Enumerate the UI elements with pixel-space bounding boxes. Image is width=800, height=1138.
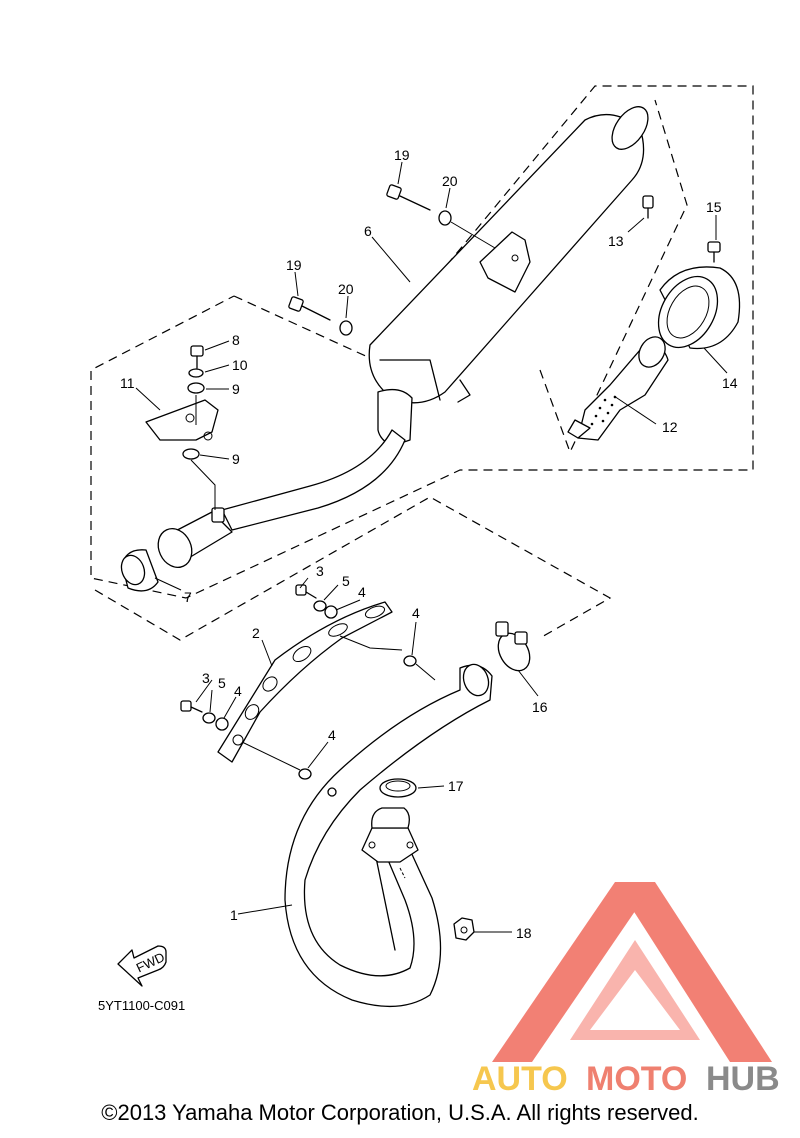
screw-3-lower bbox=[180, 700, 203, 713]
heat-shield-2 bbox=[217, 601, 393, 763]
callout-5-lower: 5 bbox=[218, 675, 226, 691]
clamp-16 bbox=[495, 621, 531, 672]
part-code: 5YT1100-C091 bbox=[98, 998, 185, 1013]
gasket-17 bbox=[379, 778, 417, 798]
leader-collar-4-b bbox=[241, 741, 301, 771]
bolt-8 bbox=[190, 345, 204, 369]
callout-17: 17 bbox=[448, 778, 464, 794]
muffler bbox=[368, 106, 649, 404]
muffler-inlet-pipe bbox=[157, 388, 413, 568]
washer-9-lower bbox=[182, 448, 200, 460]
leader-washer-9 bbox=[190, 459, 216, 510]
washer-10 bbox=[188, 368, 204, 378]
callout-19-lower: 19 bbox=[286, 257, 302, 273]
screw-3-upper bbox=[295, 584, 317, 599]
leader-washer-20-upper bbox=[450, 221, 496, 249]
bolt-13 bbox=[642, 195, 654, 219]
exhaust-pipe-1 bbox=[284, 663, 493, 1008]
nut-18 bbox=[453, 917, 475, 941]
washer-20-lower bbox=[339, 320, 353, 336]
logo-inner-cut bbox=[590, 970, 680, 1030]
callout-numbers: 1 2 3 3 4 4 4 4 5 5 6 7 8 9 9 10 11 12 1… bbox=[120, 147, 738, 941]
callout-4-lower: 4 bbox=[234, 683, 242, 699]
callout-15: 15 bbox=[706, 199, 722, 215]
gasket-7 bbox=[120, 549, 159, 592]
collar-4-lower bbox=[215, 717, 229, 731]
spark-arrester-12 bbox=[567, 336, 669, 441]
washer-9-upper bbox=[187, 382, 205, 394]
callout-leaders bbox=[135, 161, 728, 933]
heat-shield-group-outline bbox=[94, 496, 612, 641]
logo-stroke-right bbox=[615, 882, 772, 1062]
callout-5-upper: 5 bbox=[342, 573, 350, 589]
callout-2: 2 bbox=[252, 625, 260, 641]
leader-collar-4 bbox=[339, 635, 403, 651]
callout-1: 1 bbox=[230, 907, 238, 923]
callout-11: 11 bbox=[120, 375, 135, 391]
callout-19-upper: 19 bbox=[394, 147, 410, 163]
callout-4-bottom: 4 bbox=[328, 727, 336, 743]
bolt-19-lower bbox=[288, 296, 331, 321]
bolt-15 bbox=[707, 241, 721, 263]
collar-4-bottom bbox=[298, 768, 312, 780]
collar-4-right bbox=[403, 655, 417, 667]
copyright-notice: ©2013 Yamaha Motor Corporation, U.S.A. A… bbox=[101, 1100, 699, 1125]
callout-13: 13 bbox=[608, 233, 624, 249]
leader-collar-4-c bbox=[415, 663, 436, 681]
callout-9-upper: 9 bbox=[232, 381, 240, 397]
callout-3-lower: 3 bbox=[202, 670, 210, 686]
callout-12: 12 bbox=[662, 419, 678, 435]
washer-5-upper bbox=[313, 600, 327, 612]
callout-4-right: 4 bbox=[412, 605, 420, 621]
callout-4-upper: 4 bbox=[358, 584, 366, 600]
washer-5-lower bbox=[202, 712, 216, 724]
watermark-auto: AUTO bbox=[472, 1060, 568, 1098]
logo-stroke-left bbox=[492, 882, 655, 1062]
watermark-text: AUTO MOTO HUB bbox=[472, 1060, 780, 1098]
washer-20-upper bbox=[438, 210, 452, 226]
callout-20-lower: 20 bbox=[338, 281, 354, 297]
callout-18: 18 bbox=[516, 925, 532, 941]
callout-10: 10 bbox=[232, 357, 248, 373]
fwd-arrow: FWD bbox=[117, 945, 167, 987]
callout-14: 14 bbox=[722, 375, 738, 391]
watermark-hub: HUB bbox=[706, 1060, 780, 1098]
callout-6: 6 bbox=[364, 223, 372, 239]
callout-3-upper: 3 bbox=[316, 563, 324, 579]
callout-20-upper: 20 bbox=[442, 173, 458, 189]
end-cap-14 bbox=[657, 266, 741, 350]
muffler-group-outline bbox=[90, 85, 754, 599]
callout-8: 8 bbox=[232, 332, 240, 348]
bolt-19-upper bbox=[386, 184, 431, 211]
watermark-moto: MOTO bbox=[586, 1060, 687, 1098]
watermark-logo bbox=[492, 882, 772, 1062]
collar-4-upper bbox=[324, 605, 338, 619]
callout-16: 16 bbox=[532, 699, 548, 715]
bracket-11 bbox=[145, 399, 219, 441]
callout-7: 7 bbox=[184, 589, 192, 605]
callout-9-lower: 9 bbox=[232, 451, 240, 467]
